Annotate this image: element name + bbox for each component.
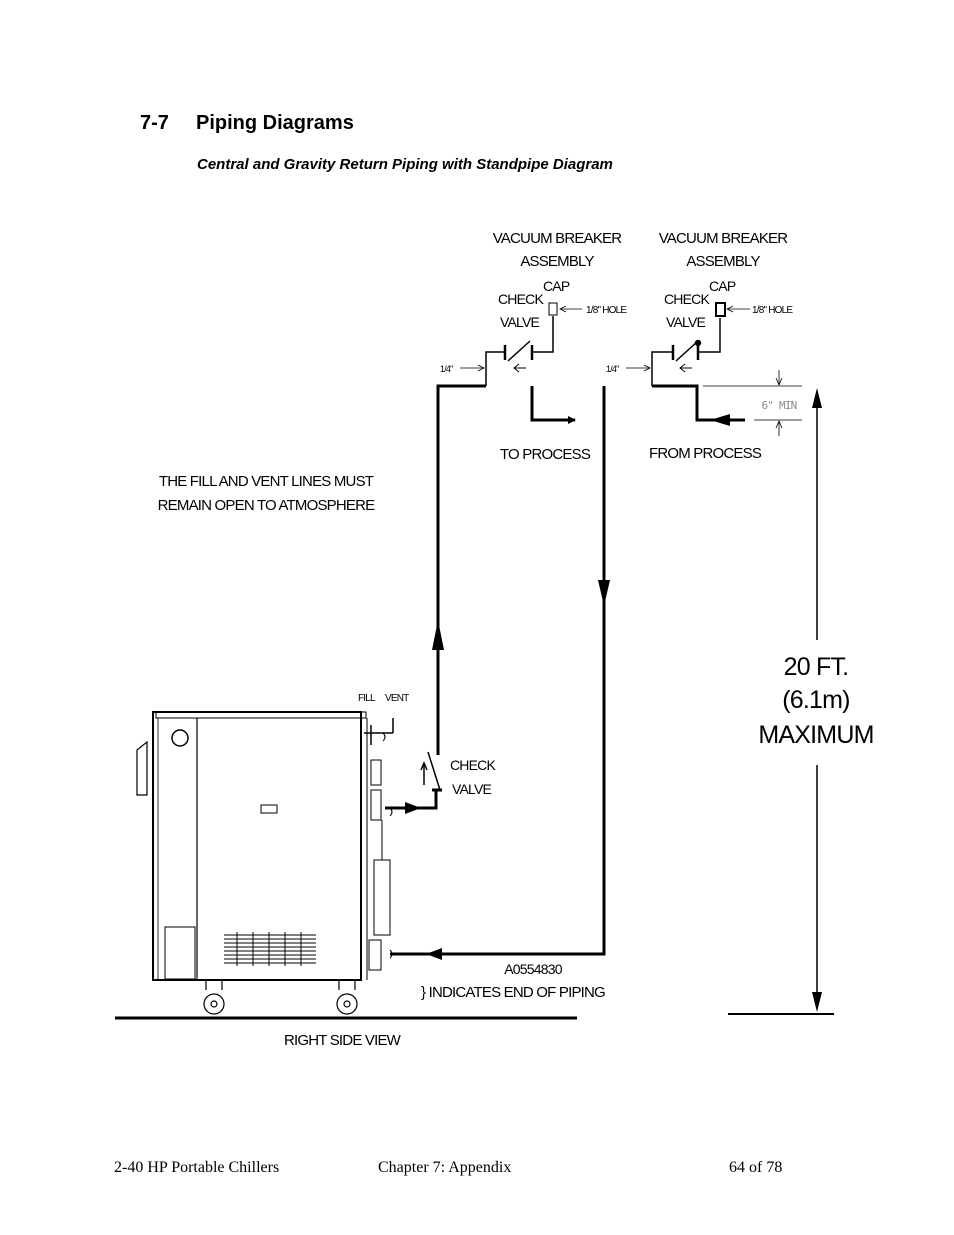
height-dimension [812, 388, 822, 1012]
cap-left: CAP [543, 278, 570, 294]
vb-right-line2: ASSEMBLY [686, 253, 760, 270]
check-right-line1: CHECK [664, 291, 710, 307]
from-process-arrow [710, 414, 730, 426]
footer-page-number: 64 of 78 [729, 1159, 783, 1176]
hole-left: 1/8" HOLE [586, 305, 627, 316]
vacuum-breaker-left [460, 302, 582, 386]
from-process-label: FROM PROCESS [649, 445, 762, 462]
check-right-line2: VALVE [666, 314, 706, 330]
atmosphere-note-line2: REMAIN OPEN TO ATMOSPHERE [158, 497, 376, 514]
quarter-left: 1/4" [440, 364, 453, 374]
to-process-label: TO PROCESS [500, 446, 591, 463]
fill-vent-lines [364, 718, 394, 745]
height-line1: 20 FT. [784, 653, 849, 681]
supply-flow-arrow [432, 620, 444, 650]
cap-right: CAP [709, 278, 736, 294]
return-line [390, 384, 745, 958]
drawing-number: A0554830 [504, 961, 562, 977]
footer-center: Chapter 7: Appendix [378, 1159, 512, 1176]
check-left-line2: VALVE [500, 314, 540, 330]
caster-right [336, 980, 358, 1015]
height-line3: MAXIMUM [758, 721, 873, 749]
hole-right: 1/8" HOLE [752, 305, 793, 316]
atmosphere-note-line1: THE FILL AND VENT LINES MUST [159, 473, 374, 490]
vent-grille [224, 932, 316, 966]
diagram-labels: VACUUM BREAKER ASSEMBLY VACUUM BREAKER A… [158, 230, 875, 1049]
six-inch-dimension [703, 370, 802, 436]
section-title: Piping Diagrams [196, 112, 354, 134]
section-heading: 7-7 Piping Diagrams [140, 112, 354, 135]
end-piping-note: } INDICATES END OF PIPING [421, 984, 605, 1001]
check-valve-low [420, 751, 442, 792]
gauge-icon [171, 729, 189, 747]
unit-outlet-arrow [405, 802, 421, 814]
vacuum-breaker-right [626, 302, 750, 386]
return-flow-arrow-1 [598, 580, 610, 606]
check-left-line1: CHECK [498, 291, 544, 307]
caster-left [203, 980, 225, 1015]
end-of-piping-braces [382, 732, 393, 959]
fill-label: FILL [358, 693, 376, 704]
quarter-right: 1/4" [606, 364, 619, 374]
return-inlet-arrow [426, 948, 442, 960]
vb-left-line2: ASSEMBLY [520, 253, 594, 270]
section-number: 7-7 [140, 112, 169, 134]
six-min-label: 6" MIN [762, 399, 797, 412]
check-low-line2: VALVE [452, 781, 492, 797]
height-line2: (6.1m) [782, 686, 849, 714]
view-label: RIGHT SIDE VIEW [284, 1032, 402, 1049]
chiller-unit [136, 711, 391, 1015]
vb-left-line1: VACUUM BREAKER [493, 230, 623, 247]
diagram-subtitle: Central and Gravity Return Piping with S… [197, 156, 613, 173]
check-low-line1: CHECK [450, 757, 496, 773]
footer-left: 2-40 HP Portable Chillers [114, 1159, 280, 1176]
vent-label: VENT [385, 693, 409, 704]
badge-plate [260, 804, 278, 814]
vb-right-line1: VACUUM BREAKER [659, 230, 789, 247]
